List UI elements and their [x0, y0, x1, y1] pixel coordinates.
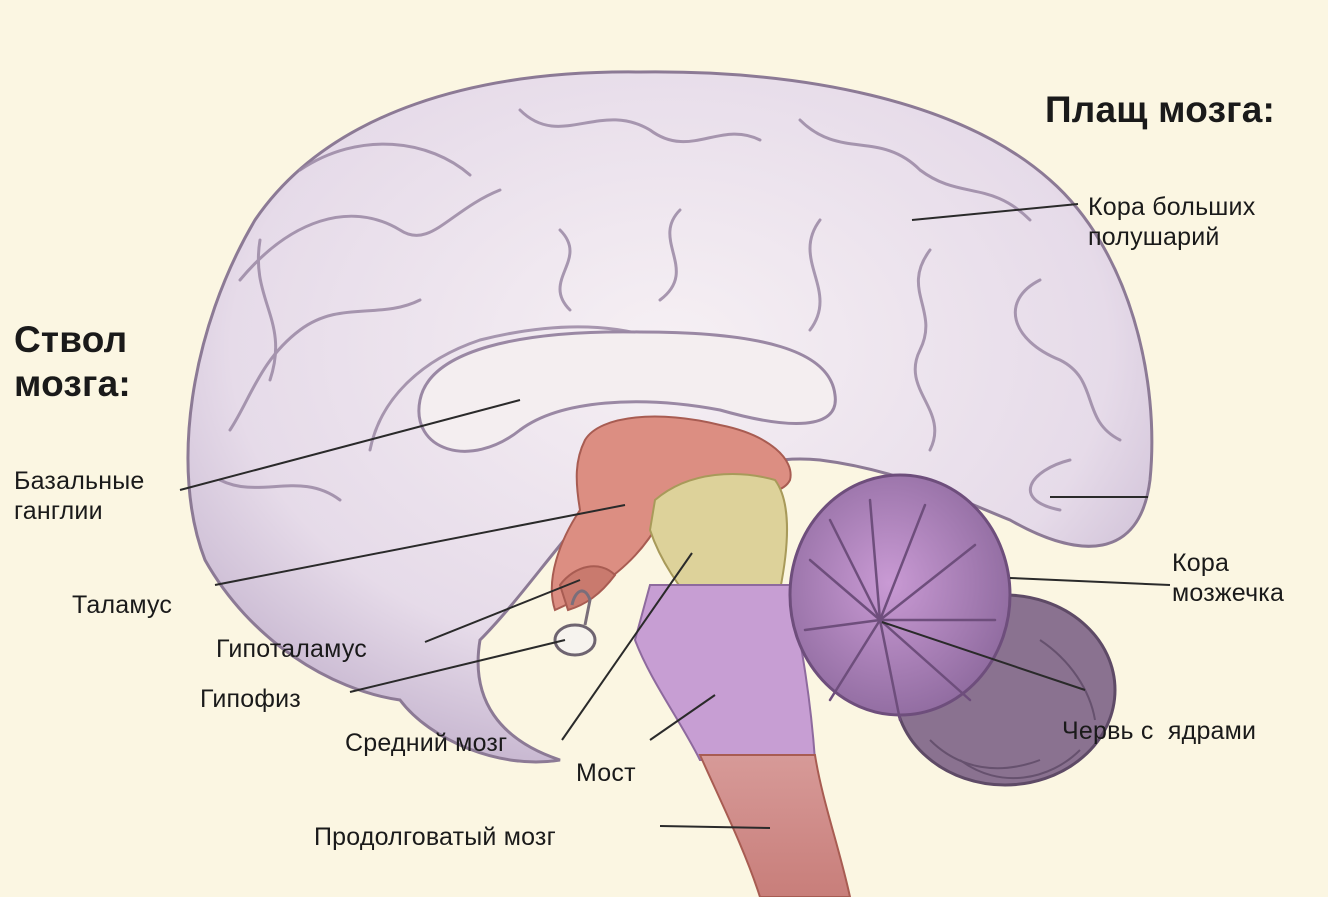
basal-ganglia-label-line2: ганглии — [14, 496, 145, 526]
medulla-region — [700, 755, 850, 897]
pons-region — [635, 585, 815, 760]
pons-label: Мост — [576, 758, 636, 788]
cerebellar-cortex-label-line2: мозжечка — [1172, 578, 1284, 608]
brainstem-heading-line1: Ствол — [14, 318, 131, 362]
cerebellar-cortex-label: Кора мозжечка — [1172, 548, 1284, 608]
thalamus-label: Таламус — [72, 590, 172, 620]
cloak-heading: Плащ мозга: — [1045, 88, 1275, 132]
basal-ganglia-label-line1: Базальные — [14, 466, 145, 496]
cortex-label-line1: Кора больших — [1088, 192, 1255, 222]
midbrain-label: Средний мозг — [345, 728, 507, 758]
hypothalamus-label: Гипоталамус — [216, 634, 367, 664]
brainstem-heading: Ствол мозга: — [14, 318, 131, 406]
medulla-label: Продолговатый мозг — [314, 822, 556, 852]
pituitary-label: Гипофиз — [200, 684, 301, 714]
brainstem-heading-line2: мозга: — [14, 362, 131, 406]
vermis-label: Червь с ядрами — [1062, 716, 1256, 746]
basal-ganglia-label: Базальные ганглии — [14, 466, 145, 526]
cortex-label: Кора больших полушарий — [1088, 192, 1255, 252]
cerebellar-cortex-label-line1: Кора — [1172, 548, 1284, 578]
cortex-label-line2: полушарий — [1088, 222, 1255, 252]
